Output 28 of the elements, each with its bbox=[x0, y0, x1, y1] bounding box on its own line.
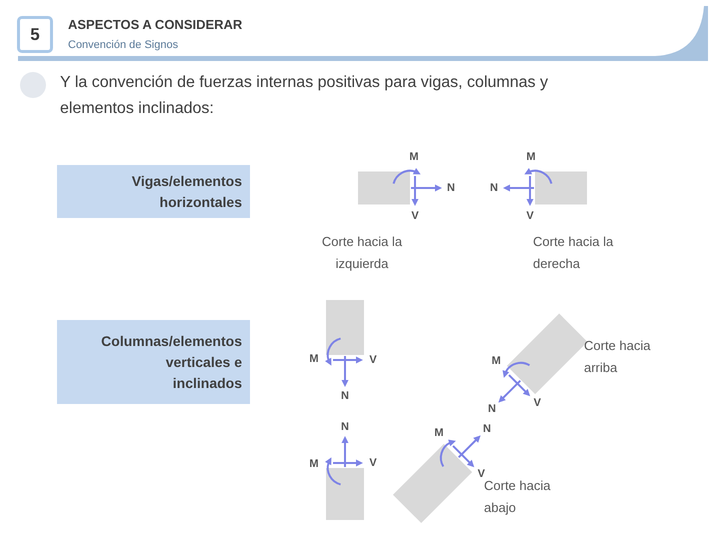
intro-text: Y la convención de fuerzas internas positivas para vigas, columnas y elementos inclinados: bbox=[60, 73, 549, 119]
force-label: M bbox=[490, 354, 502, 368]
force-label: M bbox=[308, 457, 320, 471]
category-box: Vigas/elementos horizontales bbox=[57, 165, 250, 218]
section-subtitle: Convención de Signos bbox=[68, 38, 180, 53]
force-label: V bbox=[410, 209, 420, 223]
force-label: N bbox=[340, 420, 350, 434]
force-label: V bbox=[368, 456, 378, 470]
force-label: M bbox=[308, 352, 320, 366]
force-label: N bbox=[489, 181, 499, 195]
force-label: N bbox=[482, 422, 492, 436]
category-box: Columnas/elementos verticales e inclinados bbox=[57, 320, 250, 404]
force-label: M bbox=[525, 150, 537, 164]
force-label: M bbox=[408, 150, 420, 164]
cut-caption: Corte hacia la izquierda bbox=[320, 233, 404, 273]
force-label: M bbox=[433, 426, 444, 440]
cut-caption: Corte hacia arriba bbox=[584, 337, 652, 377]
force-label: N bbox=[340, 389, 350, 403]
force-label: N bbox=[487, 402, 497, 416]
force-label: V bbox=[532, 396, 542, 410]
force-label: V bbox=[525, 209, 535, 223]
section-number-badge: 5 bbox=[17, 16, 53, 53]
section-title: ASPECTOS A CONSIDERAR bbox=[68, 16, 242, 34]
cut-caption: Corte hacia abajo bbox=[484, 477, 552, 517]
cut-caption: Corte hacia la derecha bbox=[533, 233, 614, 273]
force-label: V bbox=[476, 467, 486, 480]
force-label: N bbox=[446, 181, 456, 195]
force-label: V bbox=[368, 353, 378, 367]
